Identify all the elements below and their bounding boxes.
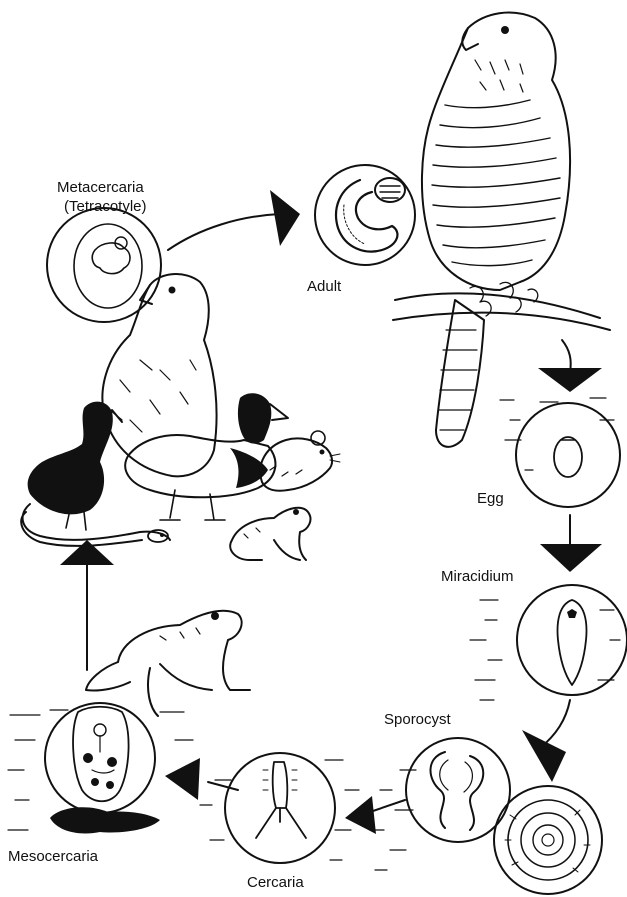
tadpole-icon <box>50 807 160 833</box>
label-metacercaria: Metacercaria <box>57 179 144 197</box>
cormorant-icon <box>28 402 122 530</box>
mesocercaria-circle <box>45 703 155 813</box>
label-tetracotyle: (Tetracotyle) <box>64 198 147 216</box>
label-cercaria: Cercaria <box>247 874 304 892</box>
label-egg: Egg <box>477 490 504 508</box>
frog-icon <box>86 611 250 716</box>
red-tailed-hawk-icon <box>102 274 216 476</box>
snail-icon <box>494 786 602 894</box>
cercaria-circle <box>225 753 335 863</box>
label-miracidium: Miracidium <box>441 568 514 586</box>
label-mesocercaria: Mesocercaria <box>8 848 98 866</box>
metacercaria-circle <box>47 208 161 322</box>
snake-icon <box>21 504 170 546</box>
mouse-icon <box>260 431 340 491</box>
label-sporocyst: Sporocyst <box>384 711 451 729</box>
sporocyst-circle <box>406 738 510 842</box>
label-adult: Adult <box>307 278 341 296</box>
egg-circle <box>516 403 620 507</box>
small-frog-icon <box>230 508 310 560</box>
adult-worm-circle <box>315 165 415 265</box>
